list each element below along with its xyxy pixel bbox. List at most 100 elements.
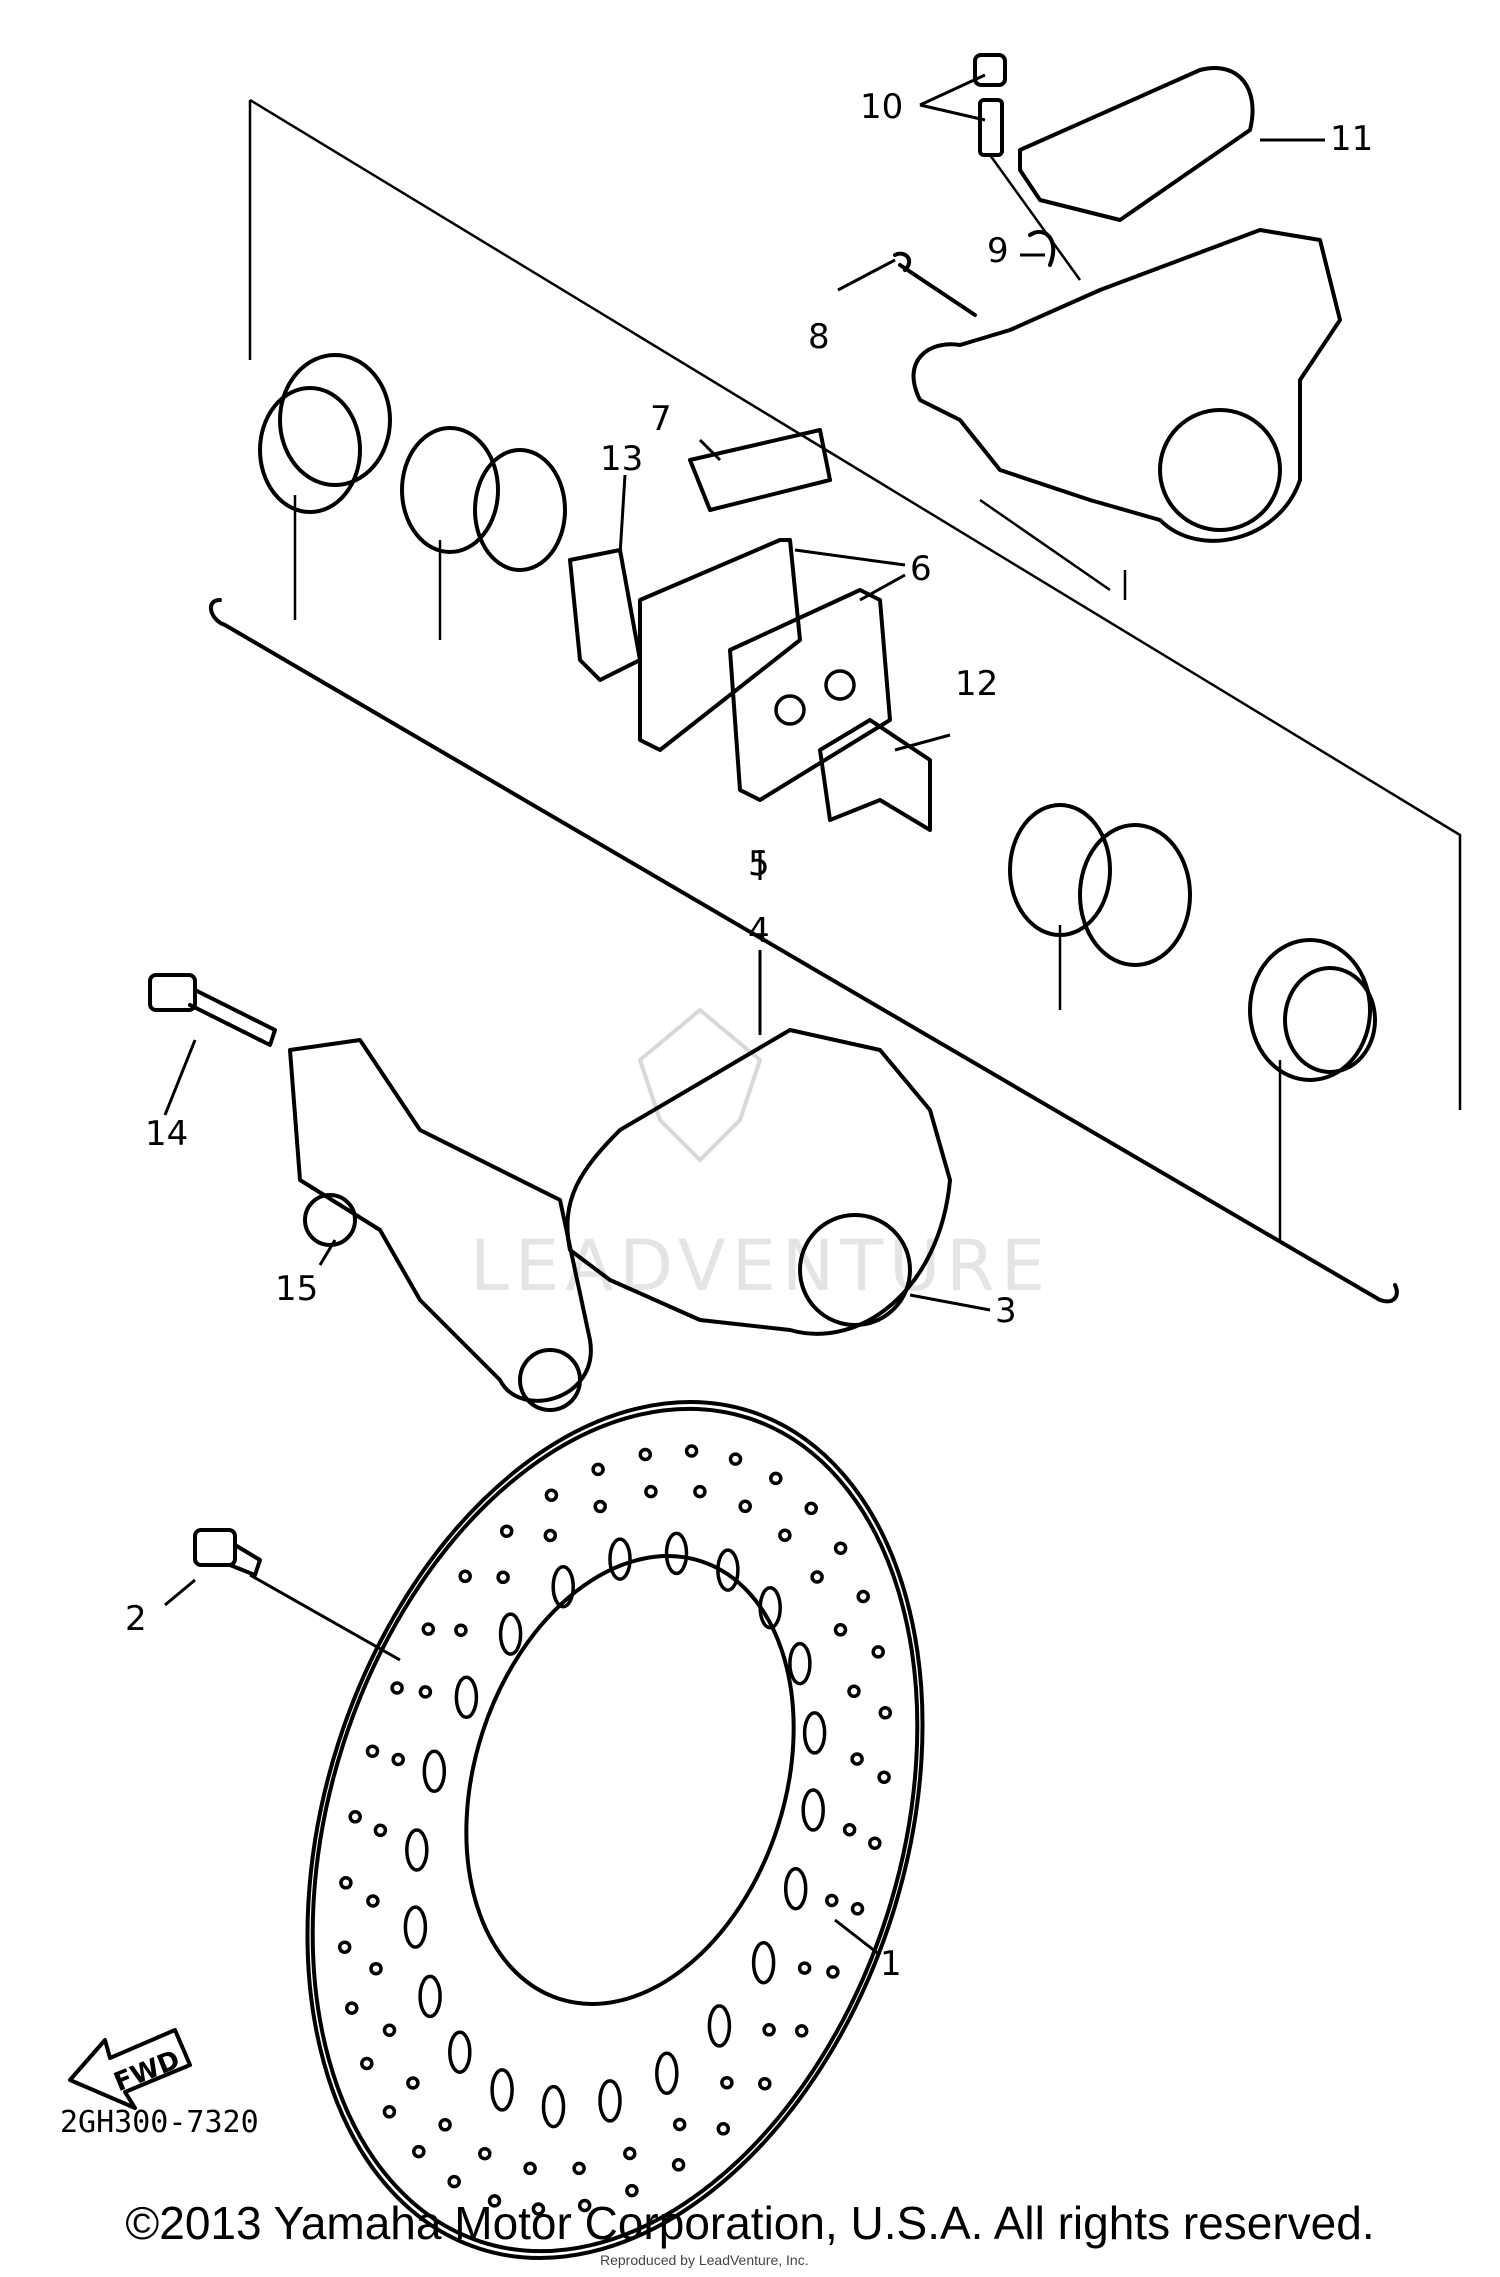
- disc-slot: [448, 2030, 472, 2074]
- disc-hole: [804, 1501, 818, 1516]
- disc-slot: [608, 1537, 632, 1581]
- disc-hole: [644, 1484, 658, 1499]
- disc-hole: [625, 2183, 639, 2198]
- pad-pin: [893, 251, 977, 317]
- disc-slot: [664, 1531, 689, 1576]
- disc-hole: [593, 1499, 607, 1514]
- disc-holes: [337, 1444, 893, 2216]
- callout-5: 5: [748, 844, 770, 884]
- disc-slot: [751, 1940, 776, 1985]
- disc-hole: [544, 1488, 559, 1502]
- disc-hole: [523, 2161, 537, 2176]
- pad-clip: [1028, 229, 1056, 267]
- disc-hole: [720, 2075, 734, 2090]
- disc-hole: [671, 2158, 686, 2172]
- pad-shim-left: [568, 548, 642, 682]
- disc-hole: [360, 2056, 374, 2071]
- disc-hole: [672, 2117, 687, 2132]
- callout-6: 6: [910, 549, 932, 589]
- callout-8: 8: [808, 317, 830, 357]
- brake-disc: [305, 1400, 925, 2260]
- reproduced-note: Reproduced by LeadVenture, Inc.: [600, 2252, 809, 2268]
- disc-hole: [693, 1484, 707, 1499]
- disc-hole: [847, 1684, 861, 1699]
- disc-slot: [598, 2079, 622, 2123]
- callout-13: 13: [600, 439, 643, 479]
- disc-hole: [833, 1541, 848, 1555]
- disc-hole: [769, 1471, 783, 1486]
- disc-hole: [369, 1961, 383, 1976]
- figure-code: 2GH300-7320: [60, 2105, 259, 2140]
- disc-hole: [778, 1528, 792, 1542]
- disc-slot: [758, 1586, 782, 1630]
- callout-14: 14: [145, 1114, 188, 1154]
- callout-3: 3: [995, 1291, 1017, 1331]
- disc-hole: [348, 1810, 362, 1824]
- lower-caliper-piston-bore: [798, 1213, 912, 1327]
- disc-hole: [856, 1589, 870, 1604]
- disc-hole: [406, 2076, 420, 2090]
- bolt-14: [148, 973, 277, 1047]
- disc-slot: [403, 1905, 428, 1949]
- disc-slot: [788, 1641, 812, 1686]
- disc-hole: [382, 2105, 397, 2119]
- disc-hole: [871, 1645, 885, 1659]
- disc-hole: [366, 1894, 380, 1908]
- disc-hole: [878, 1706, 893, 1720]
- disc-hole: [826, 1965, 840, 1979]
- disc-hole: [418, 1685, 433, 1699]
- callout-12: 12: [955, 664, 998, 704]
- pad-shim-right: [818, 718, 932, 832]
- disc-hole: [794, 2024, 809, 2038]
- disc-slot: [418, 1974, 442, 2019]
- disc-hole: [487, 2194, 502, 2208]
- disc-slot: [802, 1711, 827, 1755]
- watermark-text: LEADVENTURE: [470, 1225, 1051, 1307]
- disc-hole: [391, 1752, 405, 1767]
- disc-hole: [421, 1622, 436, 1636]
- disc-hole: [842, 1822, 857, 1837]
- disc-hole: [868, 1836, 882, 1850]
- disc-hole: [716, 2122, 731, 2136]
- disc-hole: [797, 1961, 812, 1975]
- disc-hole: [499, 1524, 514, 1538]
- disc-slot: [655, 2051, 679, 2096]
- watermark: LEADVENTURE: [470, 1007, 1051, 1307]
- disc-hole: [412, 2144, 426, 2159]
- disc-slot: [707, 2004, 732, 2048]
- disc-slot: [405, 1828, 429, 1872]
- callout-4: 4: [748, 911, 770, 951]
- disc-hole: [337, 1940, 352, 1954]
- disc-hole: [543, 1528, 558, 1543]
- disc-slot: [541, 2084, 566, 2129]
- disc-hole: [850, 1902, 865, 1916]
- disc-hole: [684, 1444, 699, 1458]
- right-piston-seal-set: [1008, 803, 1377, 1082]
- disc-hole: [572, 2161, 586, 2176]
- leader-lines: [163, 73, 1325, 1957]
- disc-hole: [591, 1462, 605, 1477]
- disc-bolt: [193, 1528, 262, 1577]
- callout-1: 1: [880, 1944, 902, 1984]
- disc-hole: [850, 1752, 864, 1766]
- disc-hole: [438, 2118, 452, 2132]
- disc-hole: [345, 2001, 359, 2015]
- disc-hole: [762, 2023, 776, 2037]
- disc-slot: [716, 1548, 740, 1592]
- callout-15: 15: [275, 1269, 318, 1309]
- disc-slot: [454, 1675, 479, 1720]
- disc-slot: [783, 1866, 808, 1911]
- callout-10: 10: [860, 87, 903, 127]
- caliper-cover: [1018, 66, 1255, 222]
- left-piston-seal-set: [258, 353, 567, 572]
- disc-hole: [390, 1681, 404, 1695]
- disc-hole: [810, 1570, 824, 1584]
- callout-9: 9: [987, 231, 1009, 271]
- brake-pad-right: [728, 588, 892, 802]
- lower-caliper: [565, 1028, 952, 1336]
- disc-slot: [801, 1788, 825, 1832]
- upper-caliper-body: [911, 228, 1342, 543]
- callout-2: 2: [125, 1599, 147, 1639]
- disc-hole: [825, 1893, 839, 1908]
